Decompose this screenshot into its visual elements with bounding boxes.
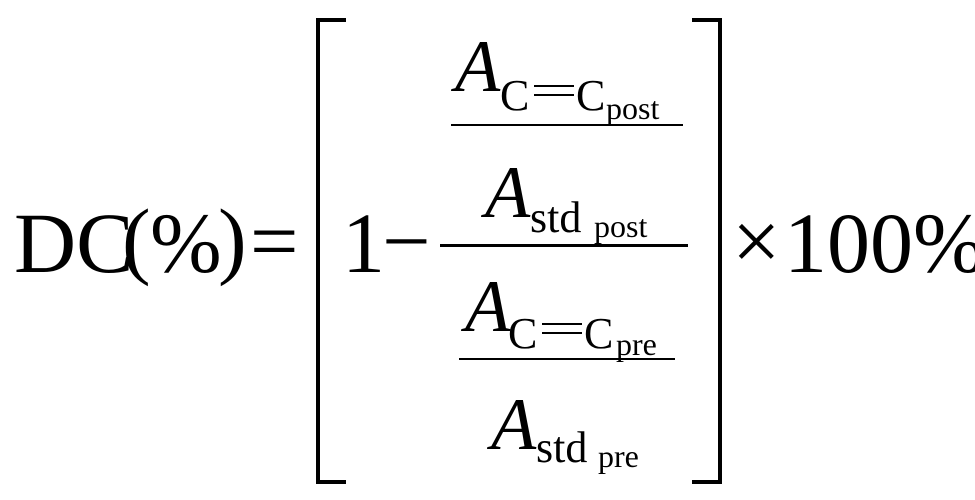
main-fraction-bar [440, 244, 688, 247]
hundred-percent: 100% [784, 195, 975, 291]
numerator-top-sub-c2: C [576, 71, 606, 120]
minus-sign: − [382, 193, 431, 289]
double-bond-top-pre [542, 323, 582, 325]
equals-sign: = [250, 193, 299, 289]
open-paren: ( [122, 191, 151, 287]
numerator-bottom-sub-std: std [530, 193, 582, 242]
numerator-top-var: A [455, 26, 501, 108]
double-bond-bottom-pre [542, 332, 582, 334]
numerator-bottom-sub-post: post [594, 208, 648, 244]
numerator-fraction-bar [451, 124, 683, 126]
denominator-bottom-sub-std: std [536, 423, 588, 472]
denominator-bottom-sub-pre: pre [598, 438, 639, 474]
denominator-bottom-var: A [491, 384, 537, 466]
denominator-top-sub-c2: C [584, 309, 614, 358]
times-sign: × [732, 193, 781, 289]
numerator-top-sub-post: post [606, 90, 660, 126]
denominator-top-var: A [465, 266, 511, 348]
denominator-top-sub-pre: pre [616, 326, 657, 362]
left-bracket [316, 18, 346, 484]
double-bond-bottom [534, 94, 574, 96]
close-paren: ) [218, 191, 247, 287]
numerator-bottom-var: A [485, 152, 531, 234]
one-digit: 1 [342, 195, 385, 291]
double-bond-top [534, 85, 574, 87]
denominator-fraction-bar [459, 358, 675, 360]
right-bracket [692, 18, 722, 484]
numerator-top-sub-c1: C [500, 71, 530, 120]
dc-label: DC [14, 195, 134, 291]
percent-sign: % [150, 195, 222, 291]
denominator-top-sub-c1: C [508, 309, 538, 358]
